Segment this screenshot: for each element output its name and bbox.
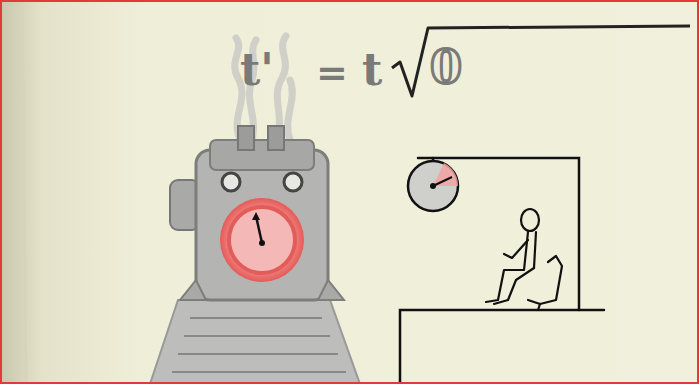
room <box>400 158 604 384</box>
formula-symbol: = <box>316 54 348 92</box>
radical-sign <box>392 26 690 96</box>
train <box>150 126 360 384</box>
formula-symbol: 0 <box>430 44 462 90</box>
smoke <box>235 36 293 140</box>
formula-symbol: t' <box>240 48 274 92</box>
formula-symbol: t <box>362 48 382 92</box>
wall-clock <box>408 161 458 211</box>
page-fold <box>22 0 26 384</box>
seated-person <box>486 209 562 310</box>
